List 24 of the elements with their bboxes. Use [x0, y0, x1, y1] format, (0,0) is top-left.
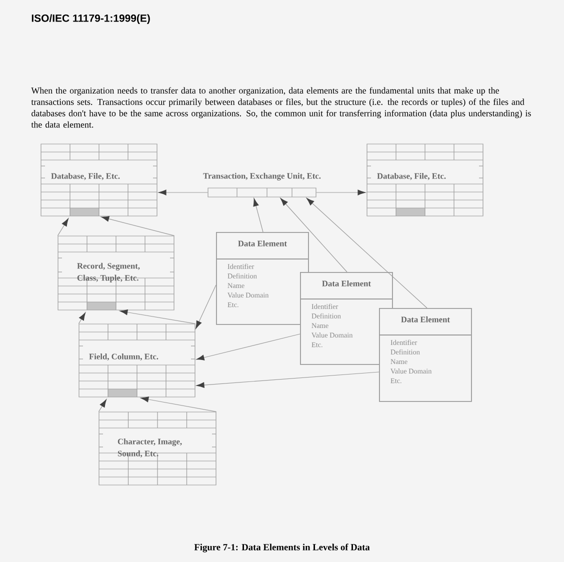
arrow — [57, 218, 68, 236]
node-label: Transaction, Exchange Unit, Etc. — [203, 172, 321, 180]
arrow — [101, 216, 175, 236]
arrow — [158, 190, 208, 196]
arrow — [78, 312, 86, 324]
arrow — [306, 198, 428, 308]
exchange-unit-strip: Transaction, Exchange Unit, Etc. — [203, 172, 321, 198]
arrow — [280, 198, 348, 272]
table-drawing: Record, Segment, Class, Tuple, Etc. — [58, 236, 174, 310]
page-header: ISO/IEC 11179-1:1999(E) — [32, 14, 150, 24]
table-drawing: Field, Column, Etc. — [78, 324, 196, 398]
arrow — [316, 190, 366, 196]
paragraph: When the organization needs to transfer data to another organization, data elements are the fundamental units that make up the transactions sets. Transactions occur primarily between databases or files, but the structure (i.e. the records or tuples) of the files and databases don't have to be the same across organizations. So, the common unit for transferring information (data plus understanding) is the data element. — [31, 87, 531, 128]
arrow — [196, 284, 216, 329]
table-drawing: Character, Image, Sound, Etc. — [98, 412, 216, 486]
table-drawing: Database, File, Etc. — [40, 144, 158, 216]
figure-caption: Figure 7-1: Data Elements in Levels of Data — [194, 544, 370, 552]
arrow — [253, 198, 264, 232]
arrow — [196, 372, 380, 388]
arrow — [196, 334, 300, 360]
arrow — [98, 399, 106, 412]
arrow — [120, 309, 196, 324]
table-drawing: Database, File, Etc. — [366, 144, 484, 216]
arrow — [140, 396, 217, 412]
